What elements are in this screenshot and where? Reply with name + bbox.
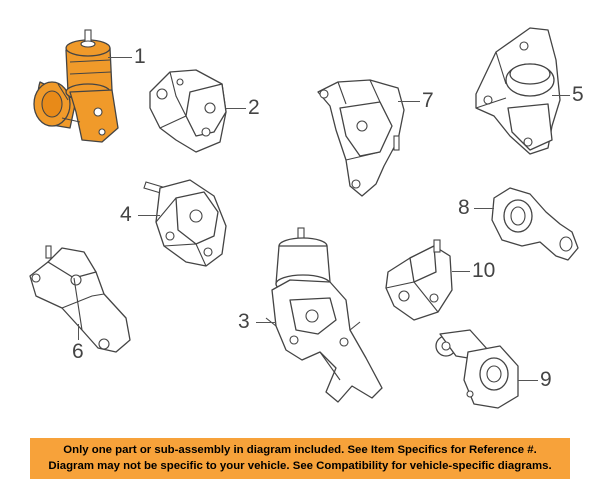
disclaimer-banner: Only one part or sub-assembly in diagram…	[30, 438, 570, 479]
part-4-mount-assembly[interactable]	[143, 179, 227, 267]
callout-9: 9	[540, 368, 552, 391]
leader-line-2	[226, 108, 246, 109]
leader-line-5	[552, 95, 570, 96]
part-3-engine-mount[interactable]	[265, 227, 383, 403]
callout-1: 1	[134, 45, 146, 68]
leader-line-9	[518, 380, 538, 381]
part-2-mount-bracket[interactable]	[149, 69, 227, 153]
part-5-mount-bracket[interactable]	[475, 27, 561, 155]
part-6-mount-bracket[interactable]	[29, 245, 131, 353]
disclaimer-line-2: Diagram may not be specific to your vehi…	[48, 460, 552, 472]
callout-2: 2	[248, 96, 260, 119]
part-7-mount-bracket[interactable]	[317, 79, 405, 197]
callout-7: 7	[422, 89, 434, 112]
leader-line-1	[108, 57, 132, 58]
callout-8: 8	[458, 196, 470, 219]
part-1-engine-mount[interactable]	[33, 29, 119, 143]
callout-4: 4	[120, 203, 132, 226]
part-9-torque-rod[interactable]	[435, 329, 519, 409]
callout-5: 5	[572, 83, 584, 106]
leader-line-8	[474, 208, 494, 209]
callout-6: 6	[72, 340, 84, 363]
leader-line-10	[452, 271, 470, 272]
leader-line-3	[256, 322, 276, 323]
part-10-mount-bracket[interactable]	[385, 239, 453, 321]
callout-10: 10	[472, 259, 496, 282]
disclaimer-line-1: Only one part or sub-assembly in diagram…	[63, 444, 537, 456]
callout-3: 3	[238, 310, 250, 333]
leader-line-4	[138, 215, 160, 216]
leader-line-6	[78, 324, 79, 340]
part-8-torque-rod[interactable]	[491, 187, 579, 261]
leader-line-7	[398, 101, 420, 102]
